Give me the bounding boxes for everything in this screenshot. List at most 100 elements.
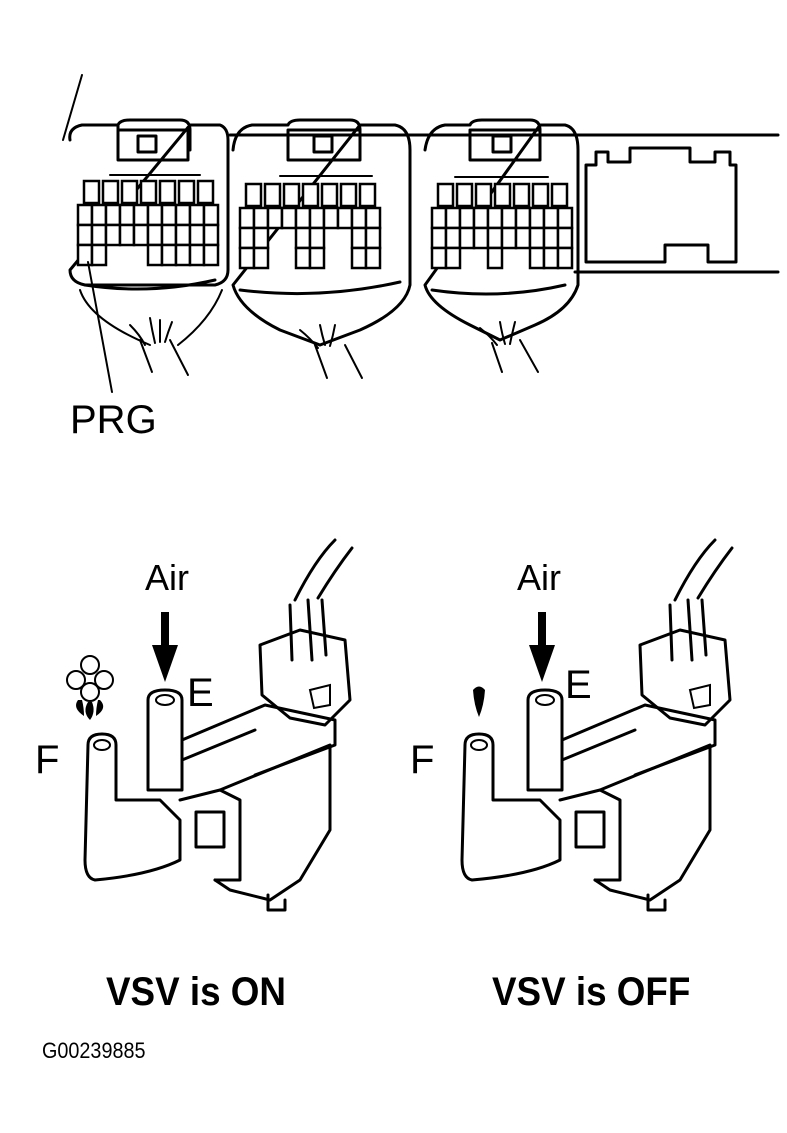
connector-pin xyxy=(528,226,546,250)
connector-pin xyxy=(238,226,256,250)
caption-vsv-on: VSV is ON xyxy=(106,970,286,1014)
connector-pin xyxy=(350,206,368,230)
connector-pin xyxy=(188,243,206,267)
connector-pin xyxy=(104,203,122,227)
connector-pin xyxy=(252,206,270,230)
connector-lock-tab xyxy=(301,182,320,208)
connector-pin xyxy=(252,226,270,250)
connector-pin xyxy=(458,206,476,230)
ecu-connector-3 xyxy=(423,118,580,373)
connector-pin xyxy=(430,206,448,230)
connector-pin xyxy=(444,206,462,230)
port-f-label-off: F xyxy=(410,738,435,782)
connector-pin xyxy=(118,203,136,227)
connector-pin xyxy=(90,223,108,247)
connector-lock-tab xyxy=(101,179,120,205)
connector-pin xyxy=(174,203,192,227)
connector-pin xyxy=(458,226,476,250)
caption-vsv-off: VSV is OFF xyxy=(492,970,691,1014)
connector-lock-tab xyxy=(436,182,455,208)
connector-pin xyxy=(542,206,560,230)
connector-pin xyxy=(238,206,256,230)
connector-pin xyxy=(160,223,178,247)
connector-pin xyxy=(514,206,532,230)
ecu-connector-assembly xyxy=(62,74,780,393)
ecu-connector-2 xyxy=(231,118,412,379)
connector-pin xyxy=(118,223,136,247)
port-e-label-off: E xyxy=(565,663,592,707)
connector-pin xyxy=(430,226,448,250)
connector-lock-tab xyxy=(120,179,139,205)
connector-pin xyxy=(308,226,326,250)
connector-pin xyxy=(444,246,462,270)
connector-pin xyxy=(252,246,270,270)
connector-pin xyxy=(350,226,368,250)
connector-pin xyxy=(364,246,382,270)
connector-lock-tab xyxy=(82,179,101,205)
connector-pin xyxy=(90,243,108,267)
connector-pin xyxy=(350,246,368,270)
connector-pin xyxy=(294,206,312,230)
vsv-on-illustration xyxy=(66,538,354,912)
air-burst-icon xyxy=(66,655,114,720)
ecu-connector-4 xyxy=(584,146,738,264)
port-f-label-on: F xyxy=(35,738,60,782)
connector-lock-tab xyxy=(474,182,493,208)
prg-leader-line xyxy=(87,261,113,393)
connector-lock-tab xyxy=(158,179,177,205)
connector-pin xyxy=(294,246,312,270)
connector-pin xyxy=(556,226,574,250)
connector-pin xyxy=(542,226,560,250)
connector-lock-tab xyxy=(139,179,158,205)
connector-pin xyxy=(322,206,340,230)
connector-pin xyxy=(500,206,518,230)
connector-pin xyxy=(472,226,490,250)
connector-pin xyxy=(528,246,546,270)
air-label-off: Air xyxy=(517,557,561,598)
connector-pin xyxy=(174,223,192,247)
connector-pin xyxy=(472,206,490,230)
connector-pin xyxy=(430,246,448,270)
air-drop-icon xyxy=(473,686,485,717)
connector-pin xyxy=(76,203,94,227)
connector-pin xyxy=(132,203,150,227)
connector-pin xyxy=(542,246,560,270)
connector-pin xyxy=(174,243,192,267)
connector-lock-tab xyxy=(358,182,377,208)
connector-pin xyxy=(556,206,574,230)
connector-pin xyxy=(486,226,504,250)
connector-pin xyxy=(76,243,94,267)
connector-pin xyxy=(444,226,462,250)
connector-lock-tab xyxy=(512,182,531,208)
connector-pin xyxy=(160,243,178,267)
connector-lock-tab xyxy=(531,182,550,208)
ecu-connector-1 xyxy=(68,118,230,376)
connector-pin xyxy=(146,203,164,227)
connector-pin xyxy=(514,226,532,250)
connector-pin xyxy=(364,226,382,250)
prg-terminal-label: PRG xyxy=(70,398,157,442)
connector-pin xyxy=(308,246,326,270)
connector-lock-tab xyxy=(493,182,512,208)
connector-lock-tab xyxy=(177,179,196,205)
connector-pin xyxy=(146,243,164,267)
connector-pin xyxy=(188,223,206,247)
connector-pin xyxy=(188,203,206,227)
connector-lock-tab xyxy=(339,182,358,208)
vsv-off-illustration xyxy=(460,538,734,912)
figure-id: G00239885 xyxy=(42,1038,146,1063)
air-arrow-head xyxy=(529,645,555,682)
connector-pin xyxy=(90,203,108,227)
connector-pin xyxy=(132,223,150,247)
connector-pin xyxy=(556,246,574,270)
connector-pin xyxy=(146,223,164,247)
connector-pin xyxy=(76,223,94,247)
connector-pin xyxy=(486,206,504,230)
connector-pin xyxy=(160,203,178,227)
connector-lock-tab xyxy=(320,182,339,208)
connector-pin xyxy=(336,206,354,230)
connector-pin xyxy=(266,206,284,230)
air-arrow-head xyxy=(152,645,178,682)
connector-pin xyxy=(202,243,220,267)
